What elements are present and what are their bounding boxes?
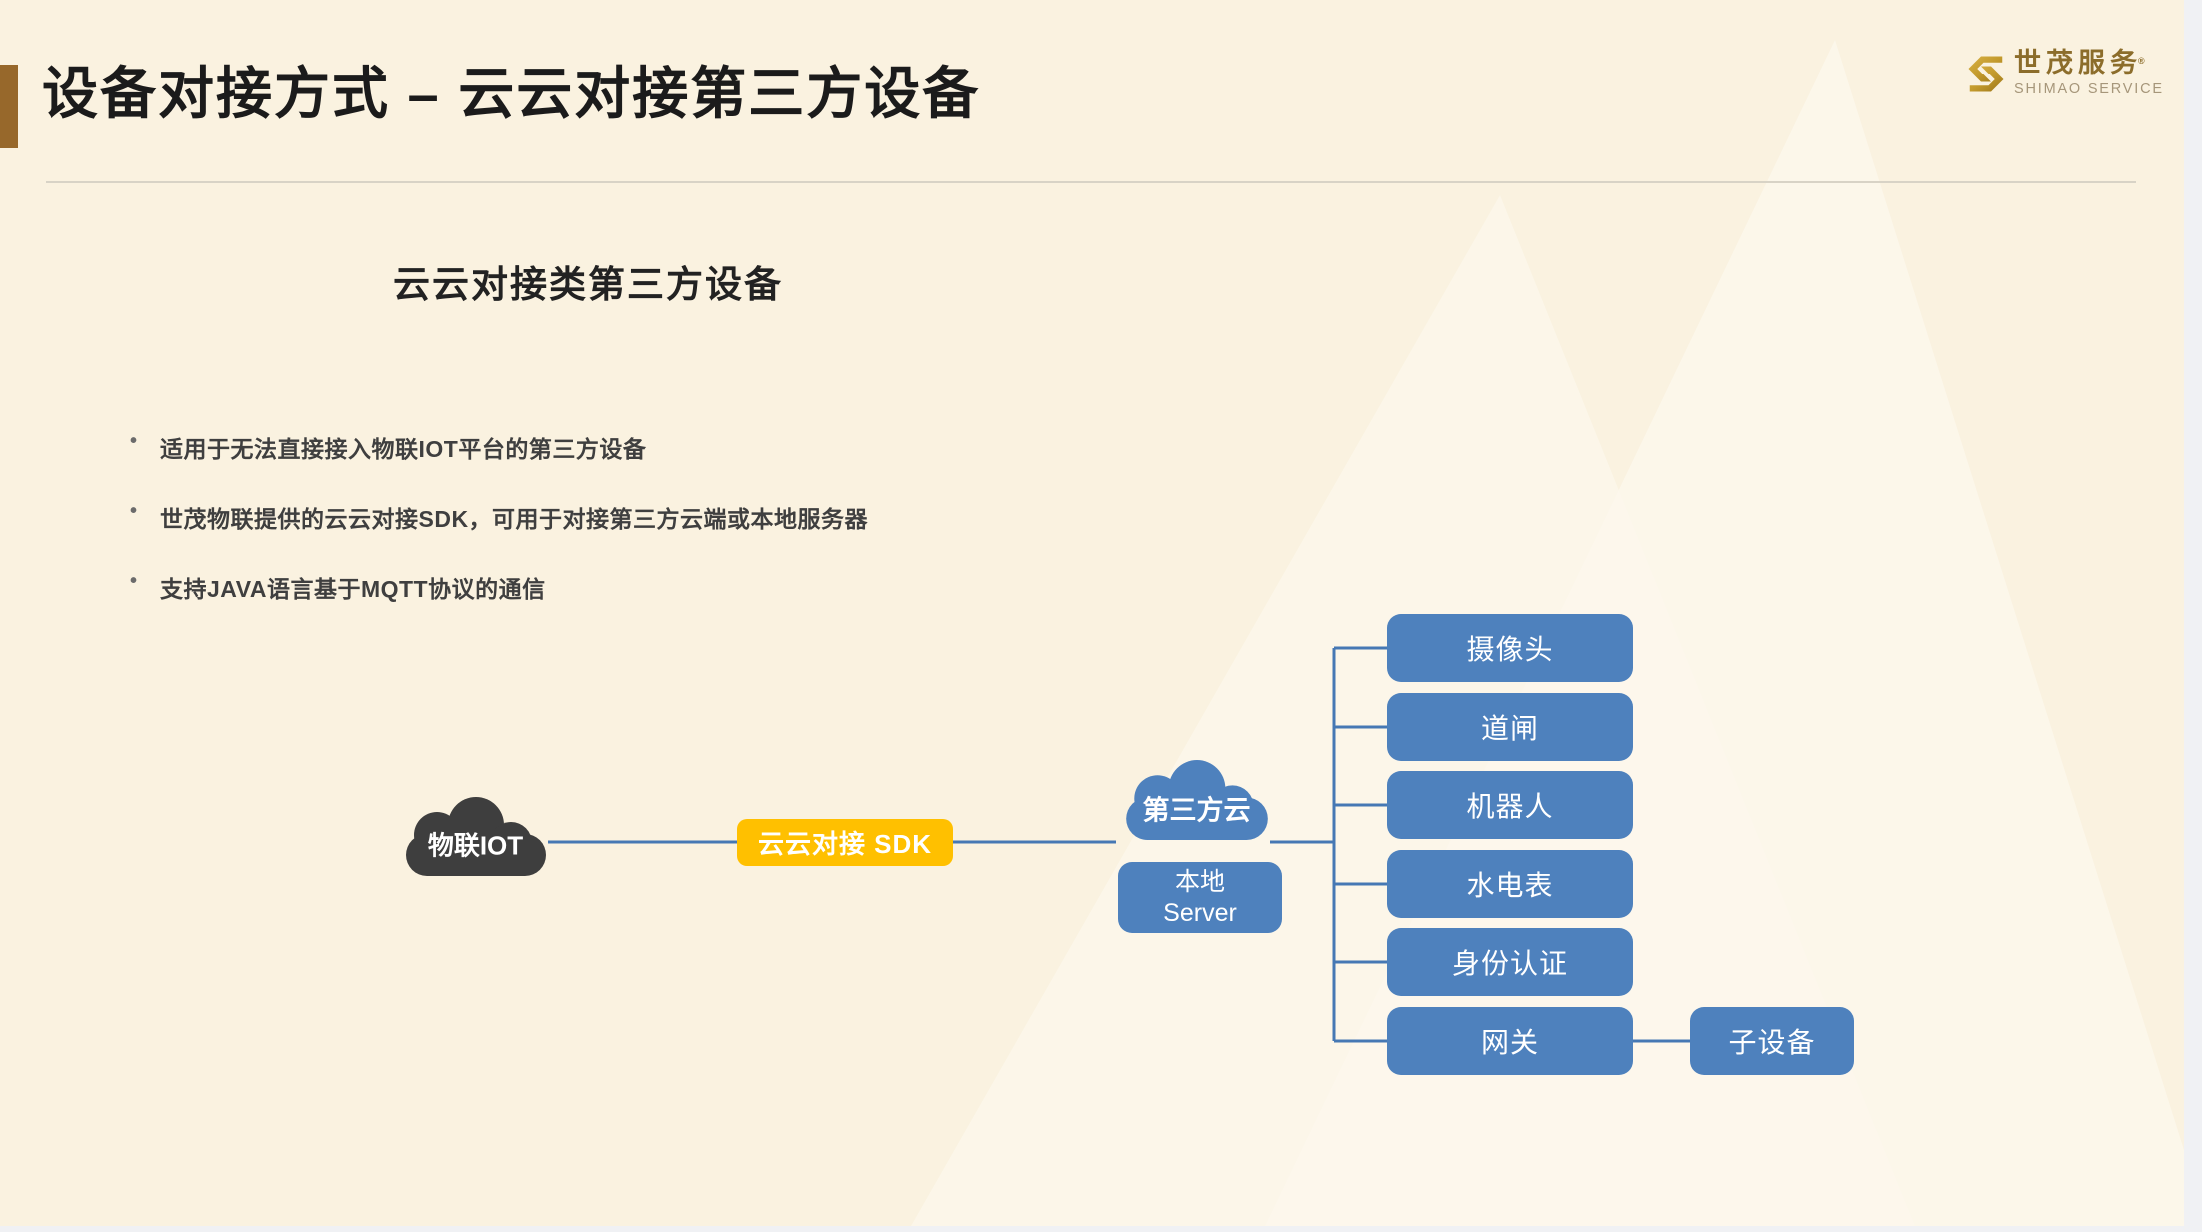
device-node-identity: 身份认证 xyxy=(1387,928,1633,996)
shimao-s-icon xyxy=(1968,56,2004,92)
sub-device-node: 子设备 xyxy=(1690,1007,1854,1075)
local-server-line2: Server xyxy=(1163,898,1237,927)
canvas-gutter-bottom xyxy=(0,1226,2202,1232)
shimao-logo-text: 世茂服务® SHIMAO SERVICE xyxy=(2014,48,2164,108)
device-node-camera: 摄像头 xyxy=(1387,614,1633,682)
device-node-robot: 机器人 xyxy=(1387,771,1633,839)
iot-cloud-node: 物联IOT xyxy=(403,793,548,878)
device-node-meter: 水电表 xyxy=(1387,850,1633,918)
shimao-logo: 世茂服务® SHIMAO SERVICE xyxy=(1966,48,2166,108)
title-accent-bar xyxy=(0,65,18,148)
bullet-item: 适用于无法直接接入物联IOT平台的第三方设备 xyxy=(128,430,868,464)
logo-reg-mark: ® xyxy=(2138,56,2150,66)
page-title: 设备对接方式 – 云云对接第三方设备 xyxy=(42,62,981,125)
local-server-node: 本地 Server xyxy=(1118,862,1282,933)
iot-cloud-label: 物联IOT xyxy=(427,830,524,861)
third-party-cloud-node: 第三方云 xyxy=(1123,756,1270,842)
local-server-line1: 本地 xyxy=(1174,867,1225,896)
header-divider xyxy=(46,181,2136,183)
sdk-node: 云云对接 SDK xyxy=(737,819,953,866)
bullet-list: 适用于无法直接接入物联IOT平台的第三方设备 世茂物联提供的云云对接SDK，可用… xyxy=(128,430,868,640)
logo-name-en: SHIMAO SERVICE xyxy=(2014,81,2164,97)
third-party-cloud-label: 第三方云 xyxy=(1142,795,1251,826)
bullet-item: 支持JAVA语言基于MQTT协议的通信 xyxy=(128,570,868,604)
device-node-gateway: 网关 xyxy=(1387,1007,1633,1075)
cloud-shape-icon xyxy=(1126,760,1268,840)
logo-name-cn: 世茂服务® xyxy=(2014,48,2150,78)
device-node-barrier: 道闸 xyxy=(1387,693,1633,761)
cloud-shape-icon xyxy=(406,797,546,876)
bullet-item: 世茂物联提供的云云对接SDK，可用于对接第三方云端或本地服务器 xyxy=(128,500,868,534)
section-subtitle: 云云对接类第三方设备 xyxy=(393,264,783,305)
canvas-gutter-right xyxy=(2184,0,2202,1232)
